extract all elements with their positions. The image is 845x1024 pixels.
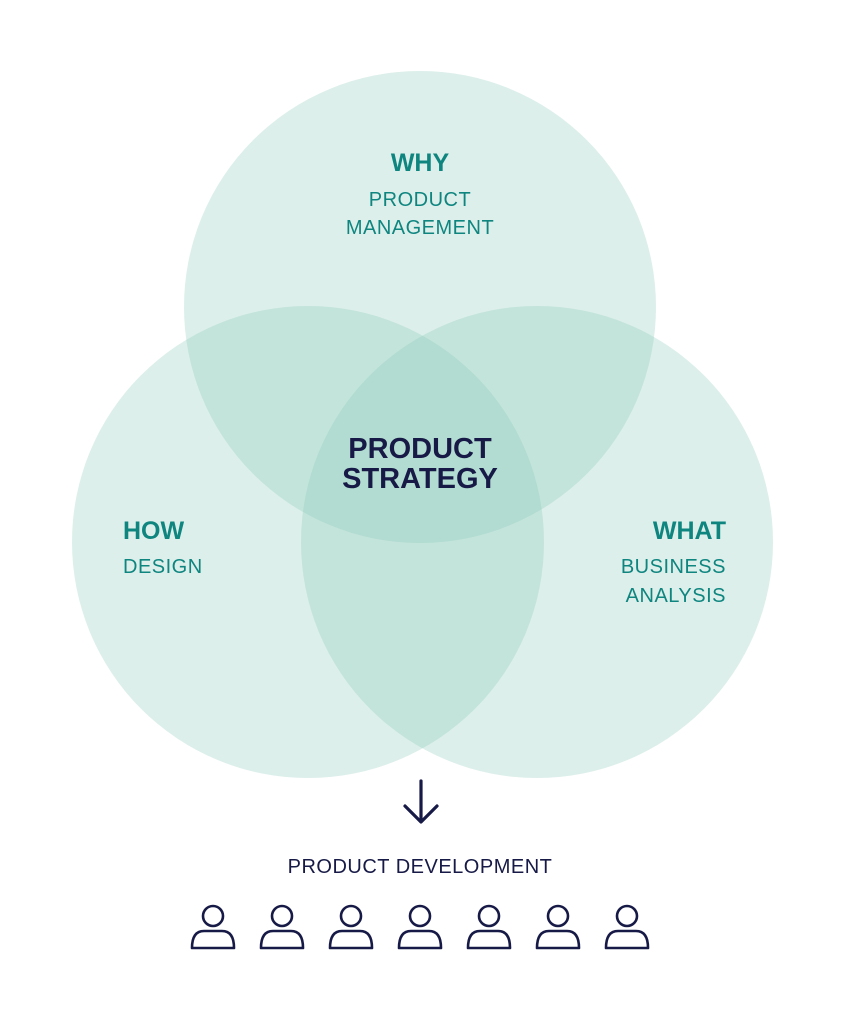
what-subtitle-line2: ANALYSIS <box>626 585 726 607</box>
what-subtitle-line1: BUSINESS <box>621 556 726 578</box>
person-icon <box>466 904 512 950</box>
product-development-label: PRODUCT DEVELOPMENT <box>288 856 553 878</box>
center-label-line2: STRATEGY <box>342 463 498 495</box>
people-row <box>190 904 650 950</box>
person-icon <box>259 904 305 950</box>
person-icon <box>190 904 236 950</box>
how-circle <box>72 306 544 778</box>
how-heading: HOW <box>123 517 185 545</box>
what-circle <box>301 306 773 778</box>
why-subtitle-line2: MANAGEMENT <box>346 217 494 239</box>
arrow-down-icon <box>403 779 439 824</box>
why-heading: WHY <box>391 149 450 177</box>
what-heading: WHAT <box>653 517 726 545</box>
center-label-line1: PRODUCT <box>348 433 492 465</box>
person-icon <box>397 904 443 950</box>
how-subtitle-line1: DESIGN <box>123 556 203 578</box>
person-icon <box>328 904 374 950</box>
person-icon <box>604 904 650 950</box>
why-circle <box>184 71 656 543</box>
person-icon <box>535 904 581 950</box>
why-subtitle-line1: PRODUCT <box>369 189 471 211</box>
